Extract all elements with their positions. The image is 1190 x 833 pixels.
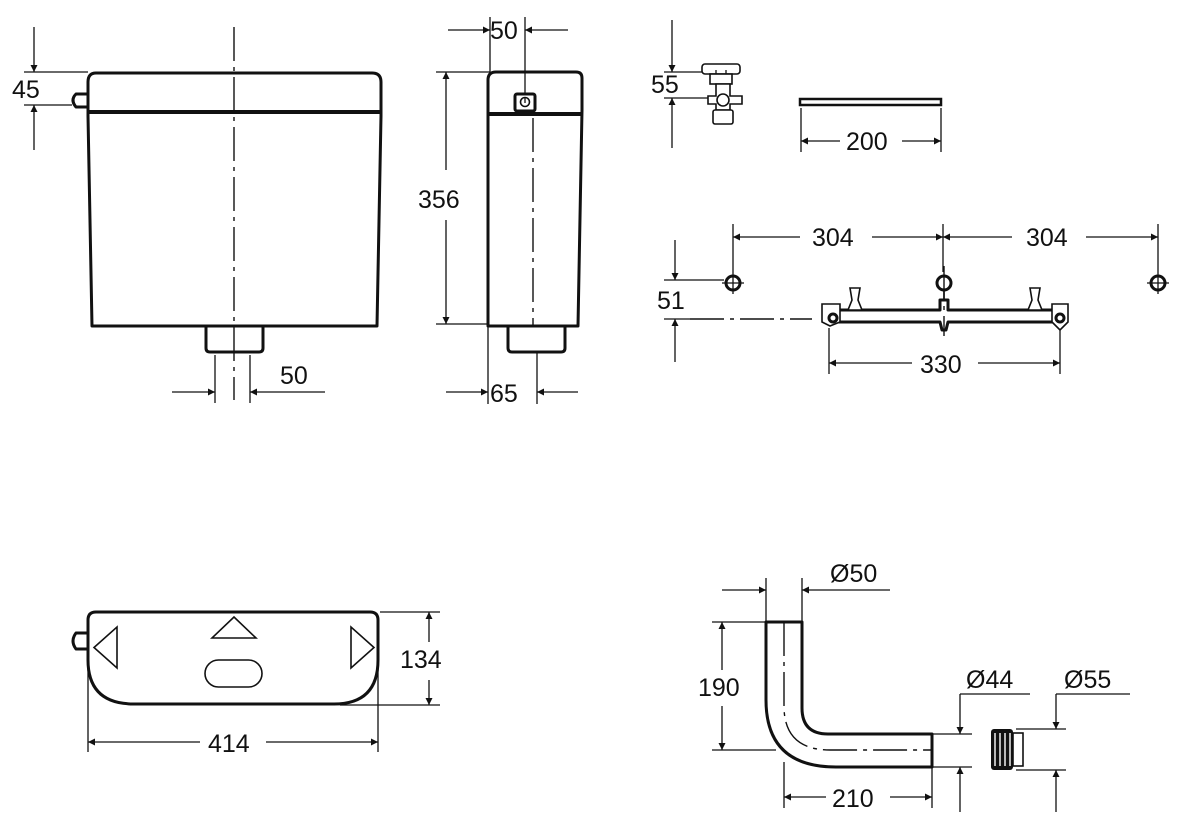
dim-label-356: 356 — [418, 186, 460, 214]
dimension-200: 200 — [800, 108, 942, 156]
dimension-diameter-50: Ø50 — [722, 560, 890, 622]
dimension-134: 134 — [340, 611, 442, 706]
flush-pipe-detail: Ø50 190 210 Ø44 — [698, 560, 1130, 813]
dim-label-45: 45 — [12, 76, 40, 104]
fixing-hole-left — [722, 272, 744, 294]
front-view: 45 50 — [12, 27, 383, 403]
cistern-front-outline — [86, 71, 383, 328]
dim-label-330: 330 — [920, 351, 962, 379]
plan-side-knob — [71, 631, 88, 651]
dimension-outlet-50: 50 — [172, 355, 325, 403]
dim-label-414: 414 — [208, 730, 250, 758]
dim-label-304-left: 304 — [812, 224, 854, 252]
dimension-414: 414 — [87, 660, 379, 758]
dim-label-diameter-55: Ø55 — [1064, 666, 1111, 694]
dim-label-51: 51 — [657, 287, 685, 315]
dimension-304-pair: 304 304 — [732, 224, 1159, 272]
side-outlet-stub — [506, 326, 567, 354]
dim-label-134: 134 — [400, 646, 442, 674]
dimension-diameter-44: Ø44 — [932, 666, 1030, 812]
pipe-center-line — [783, 622, 932, 751]
dimension-190: 190 — [698, 621, 776, 751]
flush-pipe-bend — [764, 620, 934, 769]
dim-label-diameter-50: Ø50 — [830, 560, 877, 588]
rail-strip — [798, 97, 943, 107]
dimension-65-bottom: 65 — [446, 326, 578, 408]
dim-label-304-right: 304 — [1026, 224, 1068, 252]
valve-detail: 55 — [651, 20, 743, 148]
fixing-hole-right — [1147, 272, 1169, 294]
dimension-51: 51 — [657, 240, 724, 362]
bracket-detail: 304 304 — [657, 224, 1169, 379]
cistern-side-outline — [486, 70, 584, 328]
side-knob — [71, 92, 88, 109]
arrow-left-icon — [92, 625, 118, 670]
dim-label-diameter-44: Ø44 — [966, 666, 1013, 694]
dimension-210: 210 — [783, 762, 933, 813]
rail-detail: 200 — [798, 97, 943, 156]
arrow-up-icon — [210, 615, 258, 639]
dimension-330: 330 — [828, 328, 1061, 379]
dim-label-outlet-50: 50 — [280, 362, 308, 390]
dimension-diameter-55: Ø55 — [1016, 666, 1130, 812]
dim-label-top-50: 50 — [490, 17, 518, 45]
dim-label-200: 200 — [846, 128, 888, 156]
dimension-45: 45 — [12, 27, 88, 150]
dim-label-55: 55 — [651, 71, 679, 99]
dimension-356: 356 — [418, 71, 490, 325]
plan-view: 134 414 — [71, 610, 442, 758]
dimension-50-top: 50 — [448, 17, 568, 94]
dim-label-190: 190 — [698, 674, 740, 702]
dim-label-210: 210 — [832, 785, 874, 813]
dim-label-65: 65 — [490, 380, 518, 408]
arrow-right-icon — [350, 625, 376, 670]
dimension-55: 55 — [651, 20, 708, 148]
cistern-plan-outline — [86, 610, 380, 706]
bracket-part — [821, 274, 1069, 332]
side-view: 50 356 65 — [418, 17, 584, 408]
flush-button-icon — [204, 659, 263, 688]
pipe-connector — [991, 729, 1024, 770]
